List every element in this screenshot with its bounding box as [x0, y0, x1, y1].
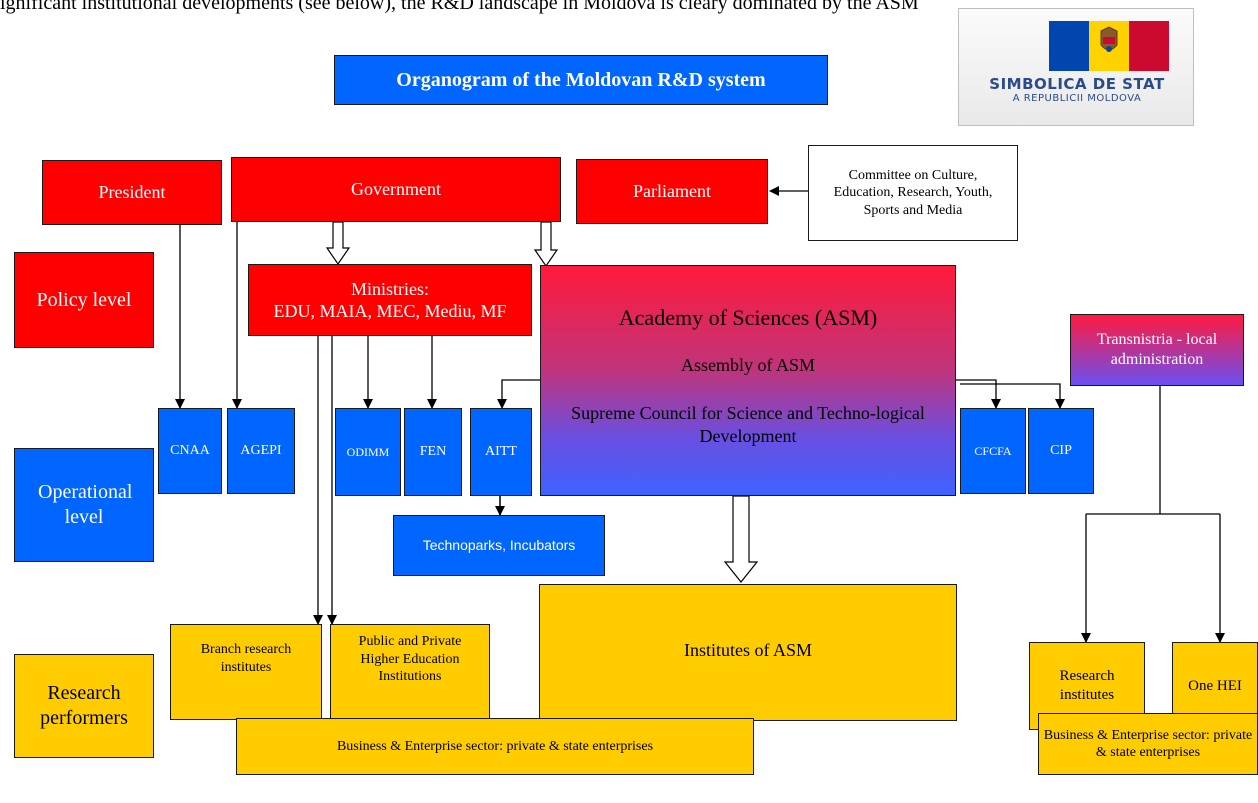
institutes-asm-box: Institutes of ASM	[539, 584, 957, 721]
odimm-label: ODIMM	[346, 444, 390, 459]
fen-box: FEN	[404, 408, 462, 496]
hei-box: Public and Private Higher Education Inst…	[330, 624, 490, 720]
cnaa-label: CNAA	[170, 443, 210, 459]
cfcfa-box: CFCFA	[960, 408, 1026, 494]
level-research-label: Research performers	[40, 682, 128, 729]
transnistria-label: Transnistria - local administration	[1096, 331, 1218, 368]
technoparks-box: Technoparks, Incubators	[393, 515, 605, 576]
committee-box: Committee on Culture, Education, Researc…	[808, 145, 1018, 241]
government-box: Government	[231, 157, 561, 222]
government-label: Government	[351, 179, 441, 200]
business-sector-right-label: Business & Enterprise sector: private & …	[1043, 727, 1253, 761]
cropped-caption: ignificant institutional developments (s…	[0, 0, 1258, 30]
level-policy-label: Policy level	[36, 288, 132, 311]
emblem-text: SIMBOLICA DE STAT A REPUBLICII MOLDOVA	[959, 75, 1193, 104]
emblem-line2: A REPUBLICII MOLDOVA	[1012, 93, 1142, 104]
hollow-arrow-asm-institutes	[723, 495, 759, 583]
state-emblem: SIMBOLICA DE STAT A REPUBLICII MOLDOVA	[958, 8, 1194, 126]
diagram-title-text: Organogram of the Moldovan R&D system	[396, 68, 766, 91]
research-institutes-label: Research institutes	[1059, 668, 1115, 703]
hei-label: Public and Private Higher Education Inst…	[358, 634, 462, 684]
level-policy: Policy level	[14, 252, 154, 348]
moldova-flag-icon	[1049, 21, 1169, 71]
president-label: President	[98, 182, 166, 203]
cip-label: CIP	[1050, 443, 1072, 459]
hollow-arrow-gov-ministries	[325, 221, 351, 266]
parliament-box: Parliament	[576, 159, 768, 224]
branch-institutes-box: Branch research institutes	[170, 624, 322, 720]
asm-title: Academy of Sciences (ASM)	[618, 305, 878, 330]
institutes-asm-label: Institutes of ASM	[683, 640, 812, 660]
one-hei-label: One HEI	[1188, 677, 1242, 694]
ministries-box: Ministries: EDU, MAIA, MEC, Mediu, MF	[248, 264, 532, 336]
business-sector-main-label: Business & Enterprise sector: private & …	[336, 738, 654, 754]
diagram-title: Organogram of the Moldovan R&D system	[334, 55, 828, 105]
level-operational-label: Operational level	[38, 481, 133, 528]
president-box: President	[42, 160, 222, 225]
level-research-performers: Research performers	[14, 654, 154, 758]
emblem-line1: SIMBOLICA DE STAT	[989, 75, 1165, 93]
level-operational: Operational level	[14, 448, 154, 562]
ministries-list: EDU, MAIA, MEC, Mediu, MF	[273, 301, 507, 321]
branch-institutes-label: Branch research institutes	[200, 642, 292, 675]
business-sector-main-box: Business & Enterprise sector: private & …	[236, 718, 754, 775]
transnistria-box: Transnistria - local administration	[1070, 314, 1244, 386]
hollow-arrow-gov-asm	[533, 221, 559, 268]
caption-text: ignificant institutional developments (s…	[0, 0, 919, 14]
business-sector-right-box: Business & Enterprise sector: private & …	[1038, 713, 1258, 775]
agepi-box: AGEPI	[227, 408, 295, 494]
aitt-box: AITT	[470, 408, 532, 496]
cfcfa-label: CFCFA	[974, 443, 1012, 458]
committee-label: Committee on Culture, Education, Researc…	[833, 167, 993, 218]
asm-council: Supreme Council for Science and Techno-l…	[571, 403, 925, 447]
fen-label: FEN	[419, 444, 447, 460]
ministries-heading: Ministries:	[350, 278, 429, 299]
odimm-box: ODIMM	[335, 408, 401, 496]
asm-box: Academy of Sciences (ASM) Assembly of AS…	[540, 265, 956, 496]
cip-box: CIP	[1028, 408, 1094, 494]
cnaa-box: CNAA	[158, 408, 222, 494]
aitt-label: AITT	[485, 444, 517, 460]
asm-assembly: Assembly of ASM	[680, 354, 815, 375]
technoparks-label: Technoparks, Incubators	[422, 536, 576, 553]
agepi-label: AGEPI	[240, 443, 282, 459]
parliament-label: Parliament	[633, 181, 711, 202]
